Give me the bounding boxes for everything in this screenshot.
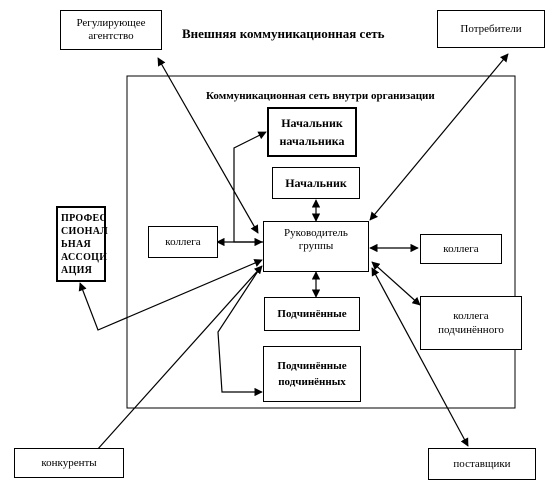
arrow-boss-of-boss [233,131,267,243]
arrow-regulator [157,57,259,234]
competitors-box: конкуренты [14,448,124,478]
arrow-colleague-of-subordinate [371,261,421,306]
internal-network-frame [126,75,516,409]
colleague-right-box: коллега [420,234,502,264]
subordinates-of-subordinates-box: Подчинённые подчинённых [263,346,361,402]
regulator-box: Регулирующее агентство [60,10,162,50]
colleague-of-subordinate-box: коллега подчинённого [420,296,522,350]
consumers-box: Потребители [437,10,545,48]
suppliers-box: поставщики [428,448,536,480]
colleague-left-box: коллега [148,226,218,258]
boss-box: Начальник [272,167,360,199]
group-leader-box: Руководитель группы [263,221,369,272]
arrow-subordinates-of-subordinates [217,267,263,397]
boss-of-boss-box: Начальник начальника [267,107,357,157]
arrow-competitors [87,265,263,461]
external-network-title: Внешняя коммуникационная сеть [182,26,385,41]
subordinates-box: Подчинённые [264,297,360,331]
professional-association-box: ПРОФЕС СИОНАЛ ЬНАЯ АССОЦИ АЦИЯ [56,206,108,282]
arrow-suppliers [371,267,469,447]
arrow-consumers [369,53,509,221]
internal-network-title: Коммуникационная сеть внутри организации [206,90,435,102]
